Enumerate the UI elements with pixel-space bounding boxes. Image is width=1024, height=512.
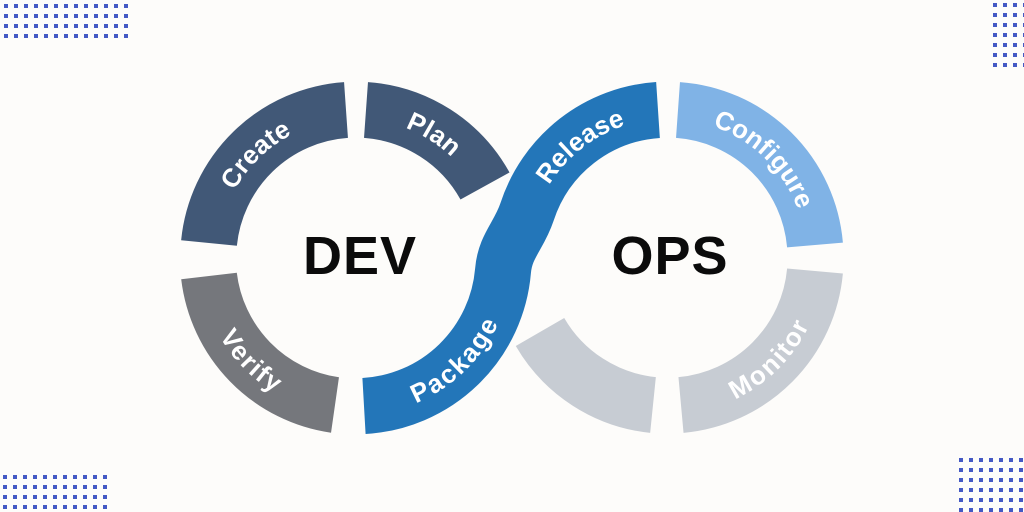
- segment-verify-arc: [181, 271, 340, 433]
- dot-grid-bottom-left: [3, 475, 108, 512]
- segment-operate-unlabeled-arc: [515, 317, 657, 433]
- dot-grid-top-right: [991, 3, 1024, 69]
- dev-center-label: DEV: [303, 226, 417, 286]
- segment-monitor-arc: [677, 267, 843, 433]
- ops-center-label: OPS: [611, 226, 728, 286]
- segment-configure-arc: [675, 82, 843, 249]
- dot-grid-top-left: [4, 4, 128, 40]
- segment-package-release-ribbon: [361, 82, 661, 434]
- dot-grid-bottom-right: [959, 458, 1024, 512]
- segment-create-arc: [181, 82, 349, 247]
- segment-plan-arc: [363, 82, 510, 201]
